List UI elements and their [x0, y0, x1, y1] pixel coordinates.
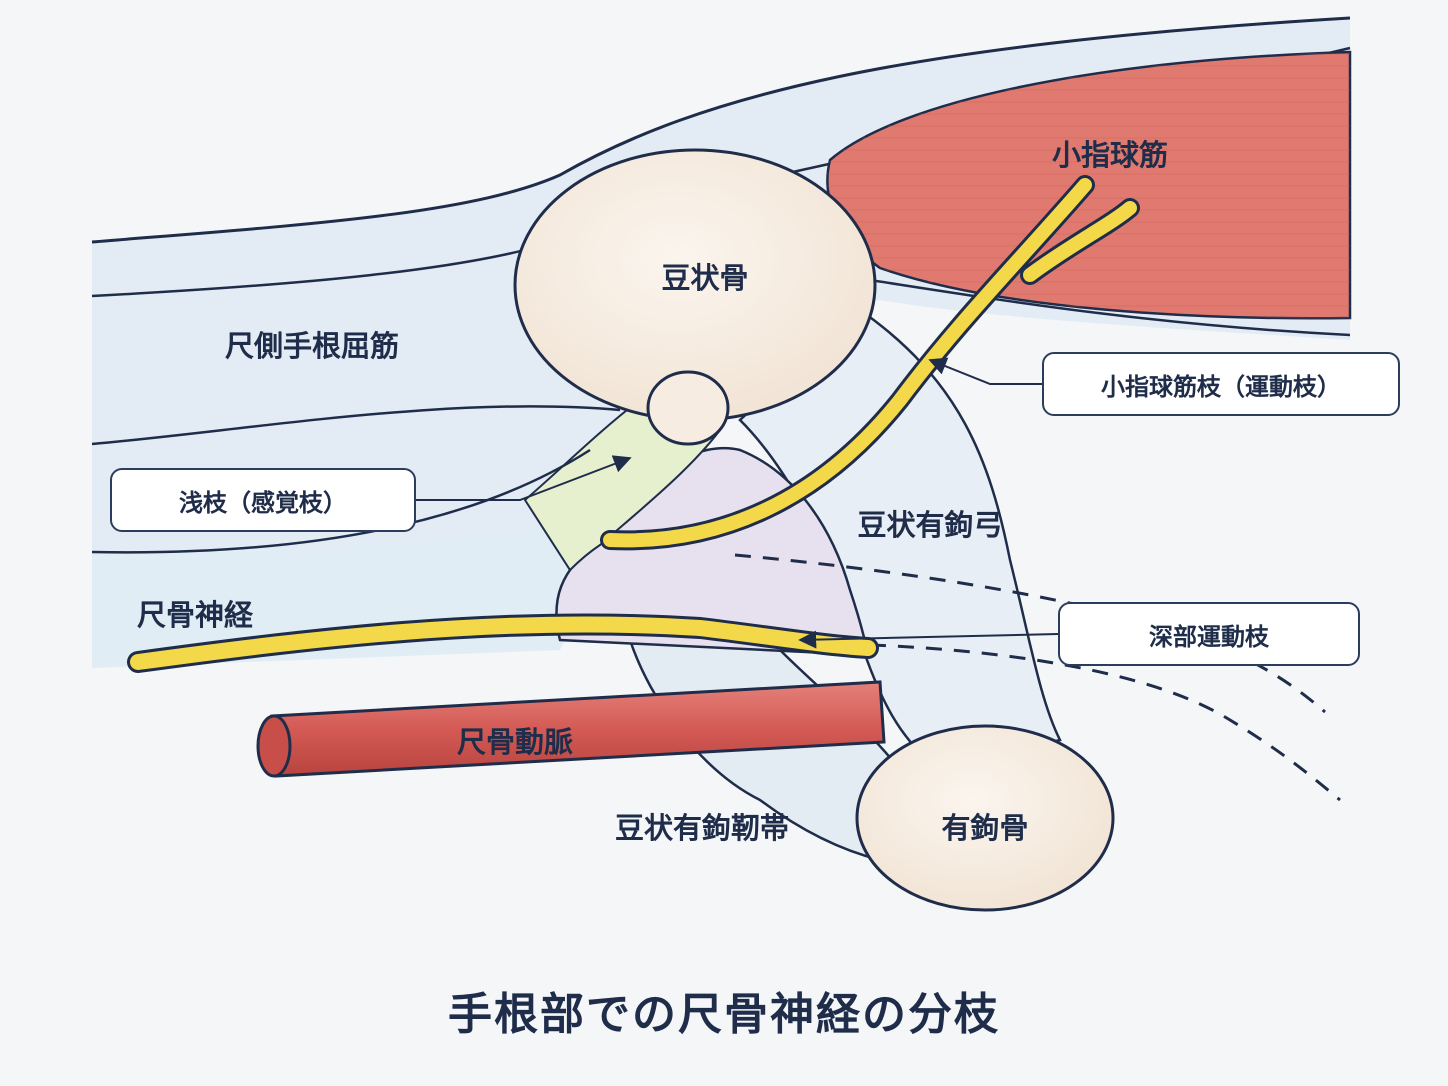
ulnar-artery-label: 尺骨動脈	[457, 725, 573, 759]
fcu-fascia-line-2	[91, 405, 621, 446]
ulnar-artery-end	[256, 714, 292, 778]
pisohamate-ligament-label: 豆状有鉤靭帯	[615, 811, 789, 845]
nerve-cross-section	[646, 370, 730, 446]
ulnar-nerve-label: 尺骨神経	[137, 598, 254, 632]
hamate-bone	[855, 724, 1115, 912]
deep-branch-leader	[798, 630, 1059, 649]
motor-branch-leader	[928, 357, 1042, 385]
pisohamate-arch-label: 豆状有鉤弓	[857, 508, 1002, 542]
fcu-bottom-outline	[91, 448, 591, 554]
deep-branch-callout: 深部運動枝	[1058, 602, 1360, 666]
motor-branch-callout: 小指球筋枝（運動枝）	[1042, 352, 1400, 416]
deep-branch-dashed-2	[869, 643, 1341, 802]
pisiform-label: 豆状骨	[661, 261, 748, 295]
superficial-zone	[523, 398, 722, 572]
deep-branch-dashed-1	[734, 553, 1326, 714]
hamate-label: 有鉤骨	[941, 811, 1028, 845]
hypothenar-lower-fascia	[869, 278, 1351, 337]
fcu-top-outline	[91, 16, 1351, 244]
superficial-branch-leader	[415, 455, 632, 501]
diagram-title: 手根部での尺骨神経の分枝	[448, 989, 1000, 1040]
superficial-branch-callout: 浅枝（感覚枝）	[110, 468, 416, 532]
fcu-label: 尺側手根屈筋	[225, 329, 399, 363]
hypothenar-label: 小指球筋	[1052, 138, 1168, 172]
hypothenar-motor-branch	[603, 178, 1137, 548]
